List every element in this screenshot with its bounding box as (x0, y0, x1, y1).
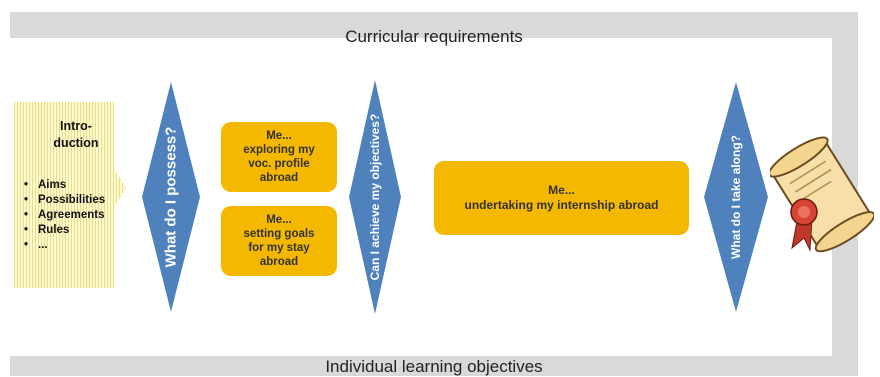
step-setting-goals: Me... setting goals for my stay abroad (221, 206, 337, 276)
question-diamond-achieve: Can I achieve my objectives? (349, 80, 401, 314)
question-diamond-take-along: What do I take along? (704, 82, 768, 312)
question-possess-label: What do I possess? (162, 126, 180, 268)
list-item: Agreements (24, 208, 105, 223)
list-item: Possibilities (24, 193, 105, 208)
step-internship: Me... undertaking my internship abroad (434, 161, 689, 235)
question-achieve-label: Can I achieve my objectives? (368, 113, 382, 281)
introduction-title: Intro- duction (53, 119, 99, 150)
step-exploring-profile: Me... exploring my voc. profile abroad (221, 122, 337, 192)
list-item: Aims (24, 178, 105, 193)
diamond-shape (142, 82, 200, 312)
list-item: Rules (24, 223, 105, 238)
question-take-along-label: What do I take along? (729, 134, 743, 260)
introduction-list: Aims Possibilities Agreements Rules ... (24, 178, 105, 253)
learning-objectives-label: Individual learning objectives (325, 357, 543, 376)
diamond-shape (704, 82, 768, 312)
list-item: ... (24, 238, 105, 253)
curricular-requirements-band: Curricular requirements (10, 12, 858, 46)
curricular-requirements-label: Curricular requirements (345, 27, 523, 46)
question-diamond-possess: What do I possess? (142, 82, 200, 312)
learning-objectives-band: Individual learning objectives (10, 356, 858, 376)
diamond-shape (349, 80, 401, 314)
introduction-box: Intro- duction Aims Possibilities Agreem… (14, 102, 126, 288)
scroll-certificate-icon (770, 136, 874, 253)
